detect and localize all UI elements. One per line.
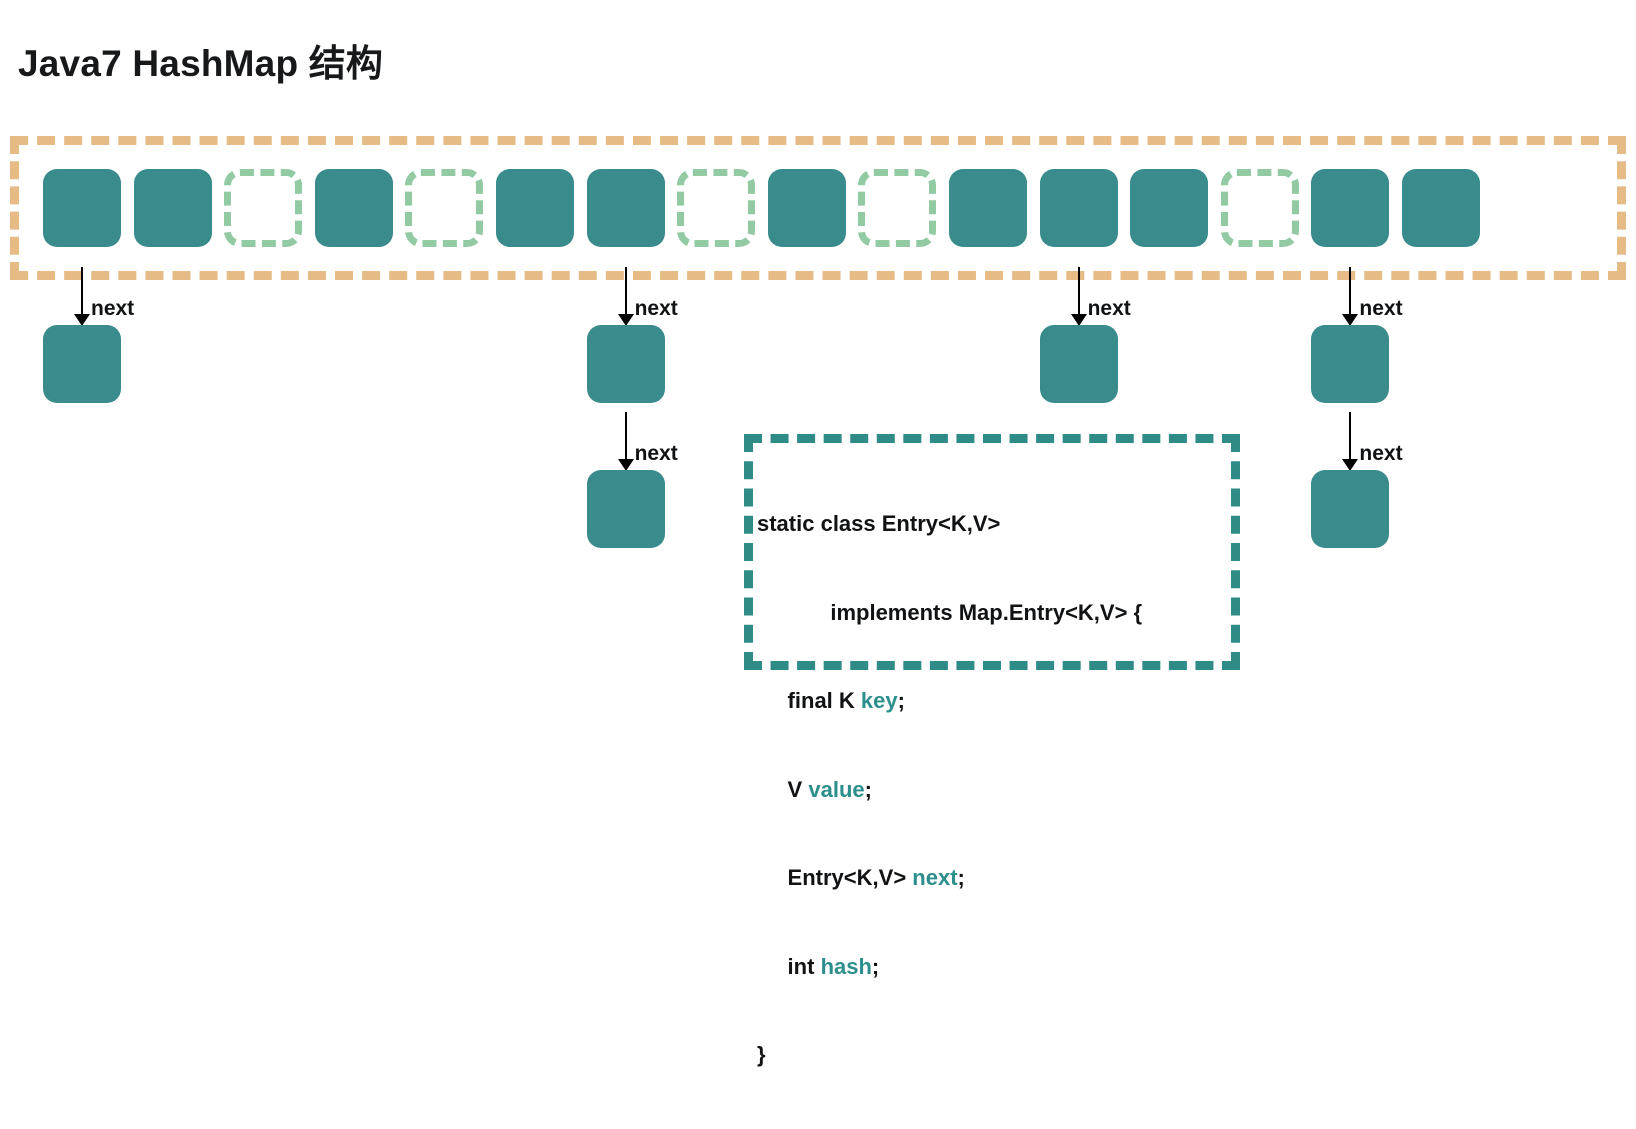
- bucket-slot-7[interactable]: [677, 169, 756, 247]
- code-line-3: final K key;: [757, 686, 1237, 716]
- bucket-slot-9[interactable]: [858, 169, 937, 247]
- bucket-slot-13[interactable]: [1220, 169, 1299, 247]
- bucket-slot-3[interactable]: [314, 169, 393, 247]
- bucket-slot-11[interactable]: [1039, 169, 1118, 247]
- code-field-key: key: [860, 688, 898, 713]
- bucket-slot-4[interactable]: [405, 169, 484, 247]
- chain-11-next-0-label: next: [1087, 297, 1131, 320]
- chain-0-next-0-label: next: [91, 297, 135, 320]
- code-line-2: implements Map.Entry<K,V> {: [757, 599, 1143, 625]
- bucket-slot-10[interactable]: [949, 169, 1027, 247]
- entry-node-b6-0[interactable]: [586, 325, 665, 403]
- code-line-6-post: ;: [871, 953, 880, 979]
- code-field-hash: hash: [820, 953, 872, 979]
- chain-0-next-0-arrow: [74, 267, 90, 326]
- entry-class-code: static class Entry<K,V> implements Map.E…: [757, 450, 1237, 1129]
- bucket-slot-1[interactable]: [133, 169, 212, 247]
- code-line-5-post: ;: [957, 865, 965, 890]
- chain-6-next-0-label: next: [634, 297, 678, 320]
- hashmap-bucket-array-container: [10, 136, 1626, 280]
- page-title: Java7 HashMap 结构: [18, 43, 384, 84]
- code-line-7: }: [757, 1042, 766, 1067]
- chain-6-next-0-arrow: [617, 267, 634, 326]
- hashmap-bucket-array: [10, 136, 1626, 280]
- bucket-slot-0[interactable]: [43, 169, 121, 247]
- chain-14-next-0-label: next: [1359, 297, 1403, 320]
- bucket-slot-8[interactable]: [767, 169, 846, 247]
- bucket-slot-5[interactable]: [496, 169, 574, 247]
- bucket-slot-15[interactable]: [1402, 169, 1480, 247]
- bucket-slot-12[interactable]: [1130, 169, 1209, 247]
- code-field-next: next: [912, 865, 958, 890]
- code-line-3-pre: final K: [757, 688, 861, 713]
- diagram-canvas: Java7 HashMap 结构 next next next next next nex…: [10, 43, 1626, 1067]
- code-line-5: Entry<K,V> next;: [757, 863, 1237, 893]
- bucket-slot-14[interactable]: [1311, 169, 1390, 247]
- chain-6-next-1-label: next: [634, 442, 678, 465]
- entry-node-b0-0[interactable]: [43, 325, 121, 403]
- entry-node-b11-0[interactable]: [1039, 325, 1118, 403]
- chain-6-next-1-arrow: [617, 412, 634, 471]
- code-line-5-pre: Entry<K,V>: [757, 865, 913, 890]
- code-line-3-post: ;: [897, 688, 905, 713]
- chain-11-next-0-arrow: [1070, 267, 1087, 326]
- code-line-6-pre: int: [757, 953, 821, 979]
- code-field-value: value: [808, 776, 865, 802]
- chain-14-next-1-arrow: [1342, 412, 1359, 471]
- code-line-4-pre: V: [757, 776, 809, 802]
- bucket-slot-2[interactable]: [224, 169, 303, 247]
- bucket-slot-6[interactable]: [586, 169, 665, 247]
- entry-class-code-box: [744, 434, 1240, 670]
- code-line-4-post: ;: [864, 776, 872, 802]
- chain-14-next-1-label: next: [1359, 442, 1403, 465]
- code-line-4: V value;: [757, 775, 1237, 805]
- entry-node-b14-1[interactable]: [1311, 470, 1390, 548]
- entry-node-b14-0[interactable]: [1311, 325, 1390, 403]
- entry-node-b6-1[interactable]: [586, 470, 665, 548]
- chain-14-next-0-arrow: [1342, 267, 1359, 326]
- code-line-6: int hash;: [757, 952, 1237, 982]
- code-line-1: static class Entry<K,V>: [757, 511, 1001, 536]
